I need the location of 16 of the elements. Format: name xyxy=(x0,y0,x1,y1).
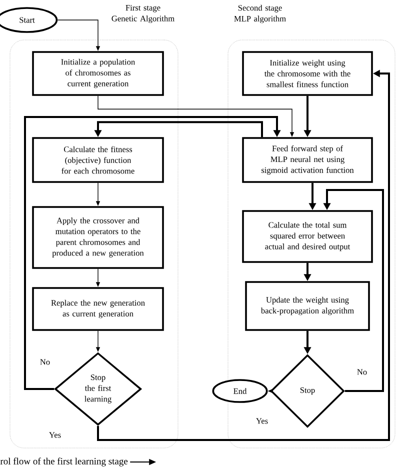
process-box: Calculate the fitness (objective) function for each chromosome xyxy=(32,137,164,183)
process-box: Initialize a population of chromosomes as current generation xyxy=(32,51,164,96)
stage-heading: First stage Genetic Algorithm xyxy=(112,4,174,24)
edge-label: Yes xyxy=(254,417,270,425)
process-box: Feed forward step of MLP neural net using sigmoid activation function xyxy=(242,137,373,183)
arrow xyxy=(24,116,281,390)
process-box: Apply the crossover and mutation operators to the parent chromosomes and produced a new generation xyxy=(32,206,164,269)
process-box: Calculate the total sum squared error between actual and desired output xyxy=(242,210,373,263)
legend-text: rol flow of the first learning stage xyxy=(0,458,128,466)
process-box: Replace the new generation as current generation xyxy=(32,287,164,331)
stage-heading: Second stage MLP algorithm xyxy=(234,4,286,24)
process-box: Initialize weight using the chromosome with the smallest fitness function xyxy=(242,51,373,96)
edge-label: No xyxy=(356,368,368,376)
edge-label: Yes xyxy=(48,431,62,439)
process-box: Update the weight using back-propagation algorithm xyxy=(245,281,370,331)
edge-label: No xyxy=(38,358,52,366)
